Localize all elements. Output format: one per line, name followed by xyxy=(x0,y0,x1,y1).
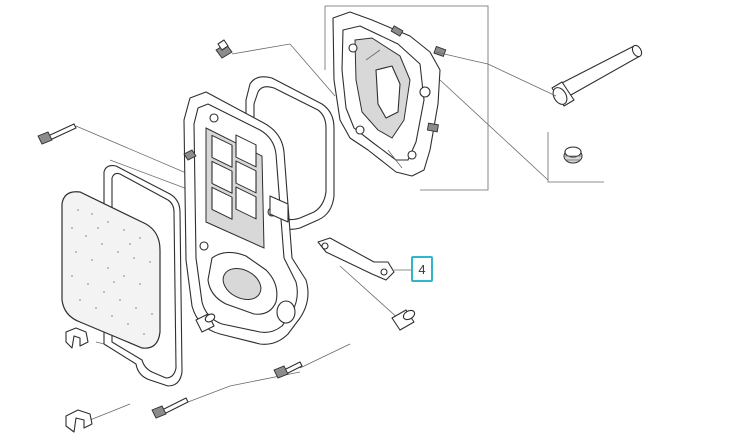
foam-texture xyxy=(71,209,153,335)
bolt-lower-middle xyxy=(273,361,303,379)
spacer xyxy=(195,313,216,333)
elbow-housing-frame xyxy=(324,5,489,191)
callout-4-label: 4 xyxy=(418,262,425,277)
clip-upper xyxy=(65,327,89,349)
bolt-top xyxy=(215,39,233,59)
callout-4-box[interactable] xyxy=(411,256,433,282)
bolt-bottom xyxy=(151,397,189,419)
collar xyxy=(391,309,416,331)
bolt-left xyxy=(37,123,77,145)
air-filter-foam-element xyxy=(61,191,161,349)
breather-tube xyxy=(551,44,643,107)
callout-4[interactable]: 4 xyxy=(411,256,433,282)
grommet xyxy=(547,132,604,183)
elbow-housing xyxy=(332,11,447,177)
support-bracket xyxy=(317,237,414,281)
nut-small xyxy=(183,149,197,161)
air-cleaner-base xyxy=(183,91,309,345)
base-grid xyxy=(211,134,257,220)
clip-lower xyxy=(65,409,93,433)
